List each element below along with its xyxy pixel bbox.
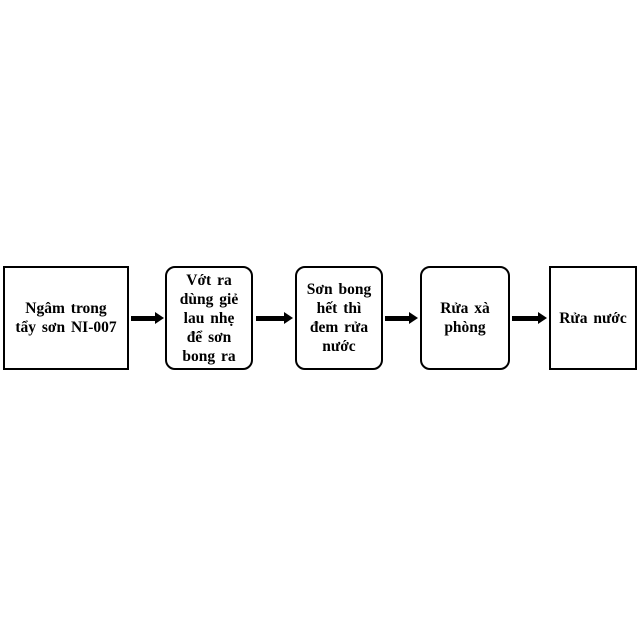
- flow-step-1-label: Ngâm trong tẩy sơn NI-007: [15, 300, 117, 336]
- arrow-right-icon: [512, 312, 547, 324]
- arrow-shaft: [256, 315, 285, 321]
- arrow-right-icon: [131, 312, 164, 324]
- flow-step-4-label: Rửa xà phòng: [440, 300, 490, 336]
- arrow-head: [155, 312, 164, 324]
- flow-step-3-label: Sơn bong hết thì đem rửa nước: [306, 281, 372, 355]
- arrow-head: [538, 312, 547, 324]
- arrow-shaft: [385, 315, 410, 321]
- arrow-shaft: [131, 315, 156, 321]
- flow-step-5-label: Rửa nước: [559, 309, 627, 327]
- arrow-right-icon: [385, 312, 418, 324]
- flow-step-1: Ngâm trong tẩy sơn NI-007: [3, 266, 129, 370]
- flow-step-2-label: Vớt ra dùng giẻ lau nhẹ để sơn bong ra: [179, 271, 239, 365]
- flow-step-5: Rửa nước: [549, 266, 637, 370]
- flow-step-3: Sơn bong hết thì đem rửa nước: [295, 266, 383, 370]
- arrow-head: [284, 312, 293, 324]
- arrow-shaft: [512, 315, 539, 321]
- arrow-right-icon: [256, 312, 293, 324]
- arrow-head: [409, 312, 418, 324]
- flow-step-2: Vớt ra dùng giẻ lau nhẹ để sơn bong ra: [165, 266, 253, 370]
- flow-step-4: Rửa xà phòng: [420, 266, 510, 370]
